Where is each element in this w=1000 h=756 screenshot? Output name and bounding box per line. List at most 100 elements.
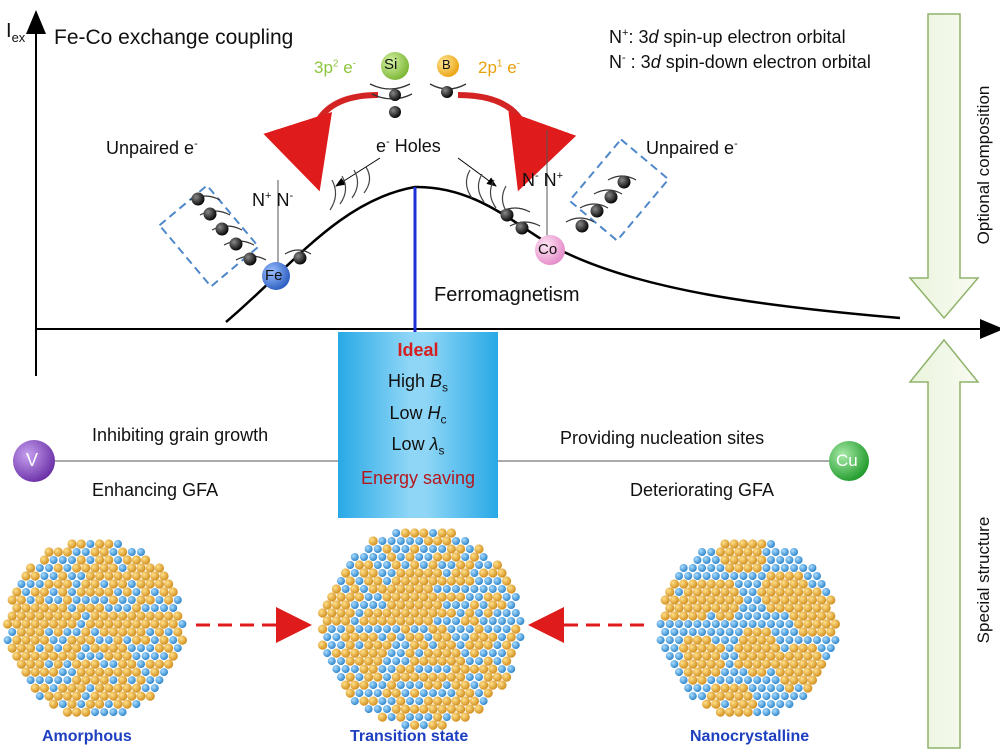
gold-atom — [483, 688, 493, 698]
blue-atom — [95, 652, 104, 661]
gold-atom — [400, 576, 410, 586]
electron-dot — [515, 221, 529, 235]
gold-atom — [150, 571, 160, 581]
blue-atom — [498, 633, 506, 642]
blue-atom — [346, 561, 355, 569]
blue-atom — [337, 625, 345, 634]
gold-atom — [391, 592, 401, 602]
gold-atom — [58, 651, 68, 661]
blue-atom — [114, 604, 122, 612]
gold-atom — [410, 592, 420, 602]
gold-atom — [469, 696, 479, 706]
gold-atom — [442, 696, 452, 706]
gold-atom — [414, 616, 424, 626]
gold-atom — [423, 616, 433, 626]
gold-atom — [460, 616, 470, 626]
blue-atom — [493, 577, 502, 585]
blue-atom — [378, 569, 387, 577]
blue-atom — [86, 556, 95, 564]
gold-atom — [44, 691, 54, 701]
blue-atom — [72, 628, 81, 636]
gold-atom — [26, 563, 36, 573]
gold-atom — [72, 691, 82, 701]
blue-atom — [150, 636, 159, 645]
gold-atom — [113, 619, 123, 629]
electron-dot — [604, 190, 618, 204]
transition-label: Transition state — [350, 728, 469, 745]
gold-atom — [456, 704, 466, 714]
gold-atom — [391, 672, 401, 682]
blue-atom — [415, 649, 424, 658]
gold-atom — [85, 699, 95, 709]
gold-atom — [53, 579, 63, 589]
blue-atom — [748, 572, 757, 580]
gold-atom — [660, 611, 670, 621]
gold-atom — [775, 571, 785, 581]
gold-atom — [95, 555, 105, 565]
gold-atom — [387, 584, 397, 594]
gold-atom — [715, 707, 726, 717]
gold-atom — [35, 595, 45, 605]
electron-dot — [441, 86, 453, 98]
gold-atom — [688, 595, 698, 605]
gold-atom — [789, 579, 799, 589]
gold-atom — [39, 603, 50, 613]
gold-atom — [410, 688, 420, 698]
si-atom — [381, 52, 409, 80]
gold-atom — [81, 563, 91, 573]
blue-atom — [433, 665, 442, 674]
blue-atom — [465, 673, 474, 682]
blue-atom — [54, 644, 63, 653]
gold-atom — [702, 603, 712, 613]
blue-atom — [516, 617, 525, 625]
blue-atom — [63, 676, 72, 685]
gold-atom — [391, 608, 401, 618]
blue-atom — [373, 705, 382, 714]
gold-atom — [702, 651, 712, 661]
blue-atom — [734, 612, 743, 620]
gold-atom — [141, 619, 151, 629]
blue-atom — [771, 628, 780, 636]
gold-atom — [789, 659, 799, 669]
gold-atom — [757, 651, 767, 661]
gold-atom — [95, 699, 105, 709]
gold-atom — [396, 584, 406, 594]
gold-atom — [127, 659, 137, 669]
blue-atom — [109, 708, 118, 717]
gold-atom — [85, 587, 95, 597]
gold-atom — [761, 595, 772, 605]
gold-atom — [35, 611, 45, 621]
gold-atom — [692, 587, 703, 597]
blue-atom — [341, 665, 350, 674]
gold-atom — [141, 555, 151, 565]
gold-atom — [757, 555, 767, 565]
optional-composition-label: Optional composition — [974, 85, 993, 245]
blue-atom — [776, 556, 785, 564]
gold-atom — [67, 635, 77, 645]
blue-atom — [442, 713, 451, 722]
blue-atom — [387, 713, 396, 722]
gold-atom — [67, 651, 77, 661]
blue-atom — [452, 537, 460, 545]
transition-structure — [318, 528, 525, 730]
blue-atom — [364, 625, 373, 634]
gold-atom — [474, 640, 484, 650]
blue-atom — [767, 556, 775, 564]
gold-atom — [812, 603, 822, 613]
gold-atom — [761, 627, 772, 637]
gold-atom — [354, 656, 364, 666]
blue-atom — [173, 644, 182, 653]
blue-atom — [475, 561, 483, 569]
b-label: B — [442, 57, 451, 72]
gold-atom — [90, 579, 100, 589]
blue-atom — [794, 684, 803, 693]
gold-atom — [798, 643, 808, 653]
blue-atom — [475, 609, 483, 617]
gold-atom — [488, 568, 498, 578]
gold-atom — [492, 672, 502, 682]
gold-atom — [748, 667, 758, 677]
blue-atom — [748, 620, 757, 628]
blue-atom — [771, 708, 780, 717]
gold-atom — [483, 672, 493, 682]
blue-atom — [702, 684, 711, 693]
